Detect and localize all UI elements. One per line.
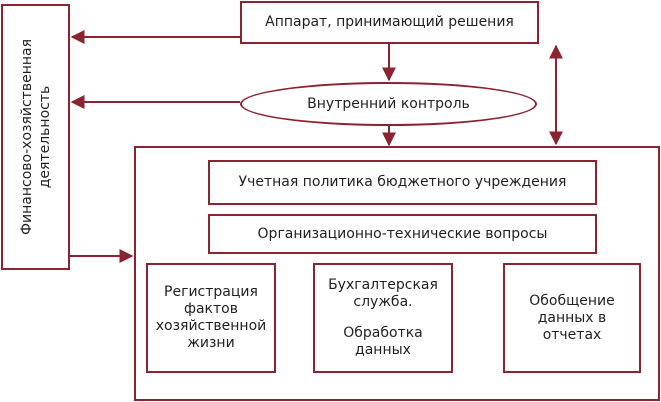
registration-line4: жизни: [187, 335, 235, 351]
accounting-policy-box: Учетная политика бюджетного учреждения: [208, 160, 597, 205]
registration-line1: Регистрация: [164, 284, 258, 300]
accounting-line4: данных: [355, 342, 411, 358]
internal-control-oval: Внутренний контроль: [240, 82, 537, 126]
generalization-line2: данных в: [537, 309, 607, 326]
registration-line3: хозяйственной: [155, 318, 267, 334]
financial-activity-label-line2: деятельность: [36, 85, 53, 189]
org-tech-issues-box: Организационно-технические вопросы: [208, 214, 597, 254]
generalization-line3: отчетах: [542, 326, 602, 343]
decision-apparatus-box: Аппарат, принимающий решения: [240, 1, 539, 44]
internal-control-label: Внутренний контроль: [307, 96, 470, 112]
accounting-policy-label: Учетная политика бюджетного учреждения: [238, 174, 567, 190]
registration-line2: фактов: [184, 301, 238, 317]
financial-activity-box: Финансово-хозяйственная деятельность: [1, 4, 70, 270]
generalization-box: Обобщение данных в отчетах: [503, 263, 641, 373]
accounting-line3: Обработка: [343, 325, 423, 341]
org-tech-issues-label: Организационно-технические вопросы: [257, 225, 548, 242]
accounting-line1: Бухгалтерская: [328, 277, 438, 293]
financial-activity-label-line1: Финансово-хозяйственная: [18, 38, 35, 236]
generalization-line1: Обобщение: [529, 292, 615, 309]
accounting-line2: служба.: [353, 294, 413, 310]
accounting-service-box: Бухгалтерская служба. Обработка данных: [313, 263, 453, 373]
decision-apparatus-label: Аппарат, принимающий решения: [265, 14, 514, 30]
registration-box: Регистрация фактов хозяйственной жизни: [146, 263, 276, 373]
